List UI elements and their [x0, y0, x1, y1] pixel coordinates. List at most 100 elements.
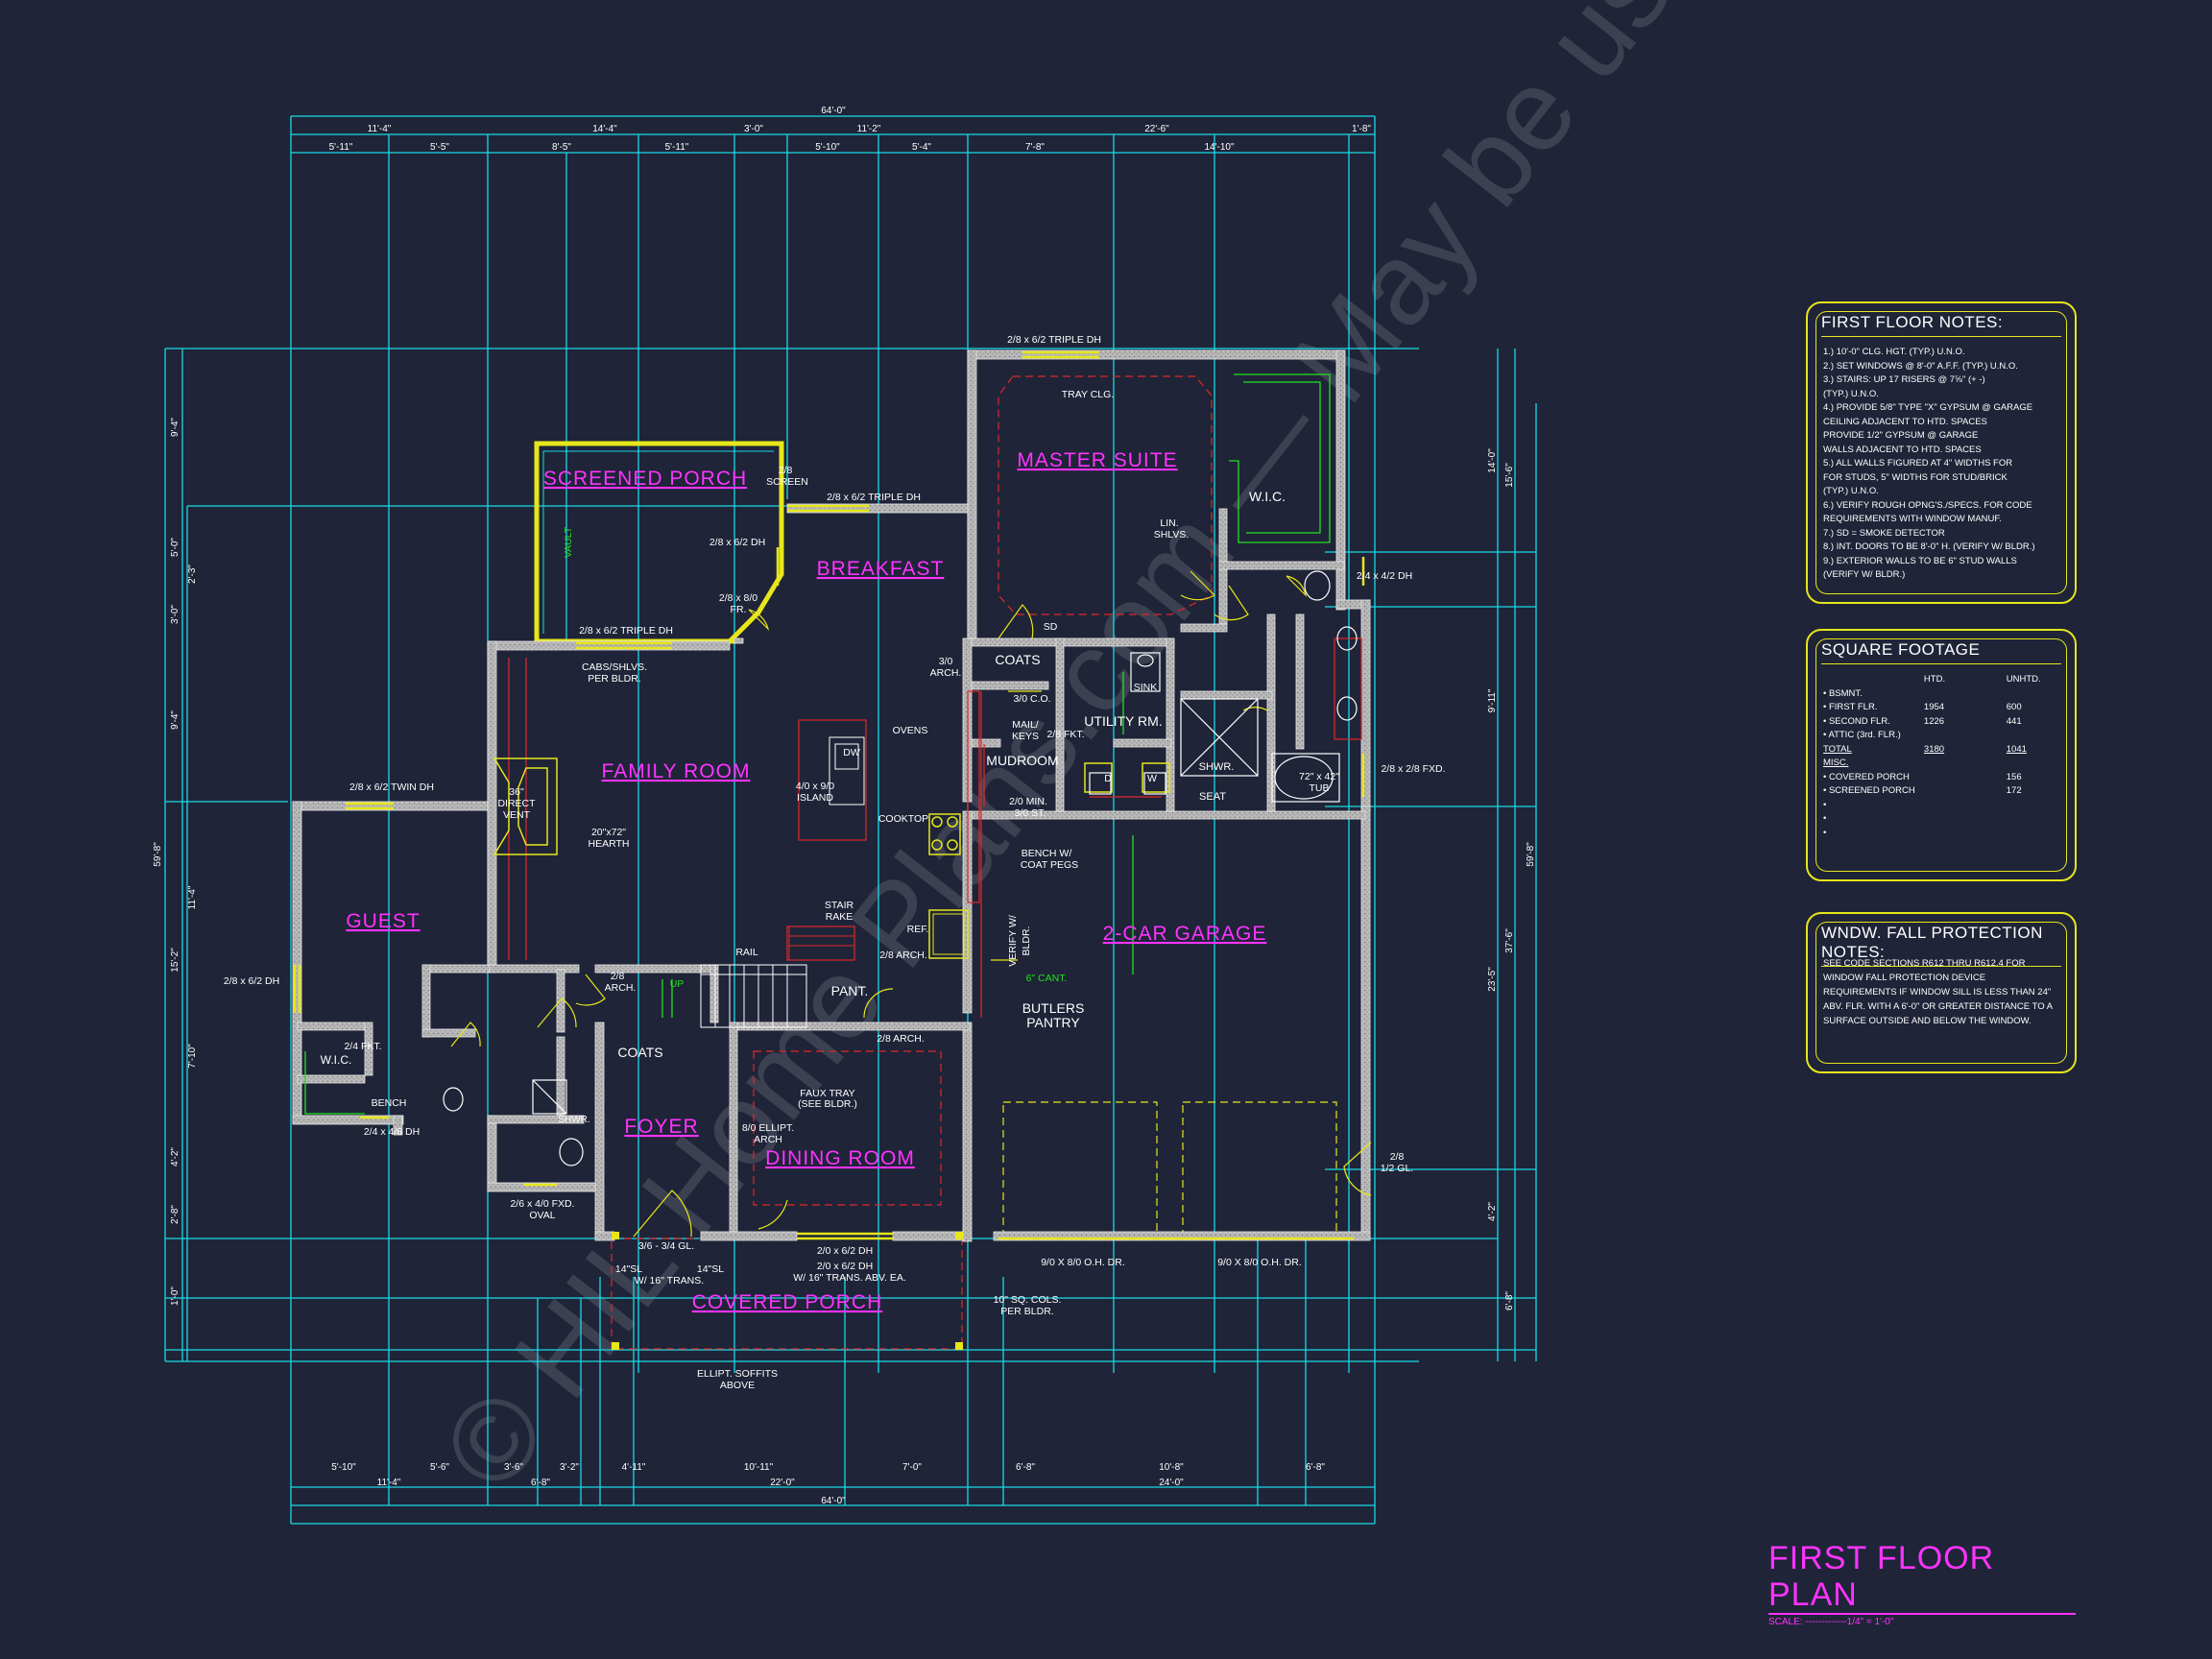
note-top-triple: 2/8 x 6/2 TRIPLE DH	[1007, 334, 1101, 346]
note-screen: 2/8	[779, 465, 793, 476]
dim-left-g: 7'-10"	[187, 1044, 198, 1069]
note-ref: REF.	[907, 924, 929, 935]
note-mid-triple: 2/8 x 6/2 TRIPLE DH	[827, 492, 921, 503]
note-ovens: OVENS	[893, 725, 928, 736]
room-garage: 2-CAR GARAGE	[1103, 923, 1267, 945]
note-mail-2: KEYS	[1012, 731, 1039, 742]
annotation-labels: 2/8 x 6/2 TRIPLE DH TRAY CLG. 2/8 x 6/2 …	[224, 334, 1446, 1391]
sqft-row: •	[1823, 813, 1827, 824]
dim-top-3e: 5'-10"	[815, 142, 840, 153]
note-vent-3: VENT	[503, 809, 531, 821]
note-trans2: W/ 16" TRANS. ABV. EA.	[793, 1272, 906, 1284]
note-dh24b: 2/4 x 4/2 DH	[1357, 570, 1412, 582]
note-benchw-2: COAT PEGS	[1021, 859, 1078, 871]
sqft-header-row: HTD.UNHTD.	[1923, 674, 2041, 685]
note-fr-2: FR.	[731, 604, 747, 615]
note-cabs-2: PER BLDR.	[588, 673, 640, 685]
note-ellip: 8/0 ELLIPT.	[742, 1122, 794, 1134]
dim-left-h: 4'-2"	[170, 1147, 180, 1166]
note-lin: LIN.	[1160, 517, 1178, 529]
sqft-row: • ATTIC (3rd. FLR.)	[1823, 730, 1901, 740]
note-hearth: 20"x72"	[591, 827, 626, 838]
note-sl1: 14"SL	[615, 1263, 642, 1275]
note-item: 3.) STAIRS: UP 17 RISERS @ 7⅝" (+ -)	[1823, 374, 1985, 385]
note-dh24: 2/4 x 4/6 DH	[364, 1126, 420, 1138]
note-oval: 2/6 x 4/0 FXD.	[510, 1198, 574, 1210]
note-island-2: ISLAND	[797, 792, 833, 804]
fall-text: SEE CODE SECTIONS R612 THRU R612.4 FOR W…	[1823, 958, 2053, 1026]
room-butlers: BUTLERS	[1022, 1000, 1085, 1016]
room-screened-porch: SCREENED PORCH	[543, 468, 747, 490]
note-faux: FAUX TRAY	[800, 1088, 854, 1099]
note-trans: W/ 16" TRANS.	[635, 1275, 704, 1286]
note-min: 2/0 MIN.	[1009, 796, 1047, 807]
note-lin-2: SHLVS.	[1154, 529, 1190, 541]
room-shwr: SHWR.	[1199, 761, 1235, 773]
windows	[293, 350, 1365, 1240]
note-sl2: 14"SL	[697, 1263, 724, 1275]
note-mail: MAIL/	[1012, 719, 1039, 731]
dim-top-2d: 11'-2"	[857, 124, 881, 134]
note-tub: 72" x 42"	[1299, 771, 1339, 782]
small-room-labels: W.I.C. UTILITY RM. MUDROOM COATS COATS P…	[321, 489, 1286, 1125]
dim-left-d: 3'-0"	[170, 605, 180, 624]
room-mudroom: MUDROOM	[986, 753, 1058, 768]
note-arch3: 2/8	[611, 971, 625, 982]
fall-inner-border	[1815, 922, 2067, 1064]
room-dining: DINING ROOM	[765, 1147, 915, 1169]
note-guest-dh: 2/8 x 6/2 DH	[224, 975, 279, 987]
dim-top-overall: 64'-0"	[821, 106, 846, 116]
dim-top-2a: 11'-4"	[368, 124, 392, 134]
note-fr: 2/8 x 8/0	[719, 592, 757, 604]
note-cabs: CABS/SHLVS.	[582, 661, 647, 673]
walls	[292, 349, 1371, 1242]
note-item: (VERIFY W/ BLDR.)	[1823, 569, 1906, 580]
note-arch4: 3/0	[939, 656, 953, 667]
dim-top-2c: 3'-0"	[744, 124, 763, 134]
dim-bot-3g: 7'-0"	[902, 1462, 922, 1473]
dim-bot-3i: 10'-8"	[1159, 1462, 1184, 1473]
note-fkt: 2/4 FKT.	[344, 1041, 381, 1052]
dim-top-2e: 22'-6"	[1144, 124, 1169, 134]
note-cols-2: PER BLDR.	[1000, 1306, 1053, 1317]
note-cols: 10" SQ. COLS.	[994, 1294, 1062, 1306]
note-cooktop: COOKTOP	[878, 813, 928, 825]
green-detail-lines	[304, 373, 1331, 1115]
room-coats-2: COATS	[617, 1045, 662, 1060]
note-item: 7.) SD = SMOKE DETECTOR	[1823, 527, 1945, 539]
room-shwr-2: SHWR.	[558, 1115, 589, 1125]
room-coats-1: COATS	[995, 652, 1040, 667]
first-floor-notes-panel: FIRST FLOOR NOTES: 1.) 10'-0" CLG. HGT. …	[1806, 301, 2077, 604]
dim-right-d: 37'-6"	[1504, 928, 1515, 953]
dim-bot-3f: 10'-11"	[744, 1462, 774, 1473]
note-twin: 2/8 x 6/2 TWIN DH	[349, 781, 434, 793]
stairs	[700, 926, 855, 1028]
note-arch2: 2/8 ARCH.	[877, 1033, 925, 1045]
bath-fixtures	[443, 570, 1358, 1166]
note-item: CEILING ADJACENT TO HTD. SPACES	[1823, 416, 1987, 427]
dim-bot-2a: 11'-4"	[377, 1478, 401, 1488]
note-vault: VAULT	[563, 526, 574, 558]
note-arch3b: ARCH.	[605, 982, 637, 994]
porch-columns	[612, 1232, 963, 1350]
note-sink: SINK	[1134, 682, 1158, 693]
note-dw: DW	[843, 747, 860, 758]
fall-protection-panel: WNDW. FALL PROTECTION NOTES: SEE CODE SE…	[1806, 912, 2077, 1073]
room-seat: SEAT	[1199, 791, 1226, 803]
note-dh20b: 2/0 x 6/2 DH	[817, 1261, 873, 1272]
sqft-misc-row: MISC.	[1823, 757, 1849, 768]
note-ellip-2: ARCH	[754, 1134, 782, 1145]
sqft-row: • BSMNT.	[1823, 687, 1863, 699]
dimension-text: 64'-0" 11'-4" 14'-4" 3'-0" 11'-2" 22'-6"…	[153, 106, 1536, 1506]
note-item: 5.) ALL WALLS FIGURED AT 4" WIDTHS FOR	[1823, 458, 2013, 469]
note-oval-2: OVAL	[529, 1210, 555, 1221]
dim-bot-3b: 5'-6"	[430, 1462, 449, 1473]
note-arch1: 2/8 ARCH.	[879, 950, 927, 961]
dim-top-3f: 5'-4"	[912, 142, 931, 153]
note-item: 6.) VERIFY ROUGH OPNG'S./SPECS. FOR CODE	[1823, 499, 2032, 511]
dim-top-3c: 8'-5"	[552, 142, 571, 153]
